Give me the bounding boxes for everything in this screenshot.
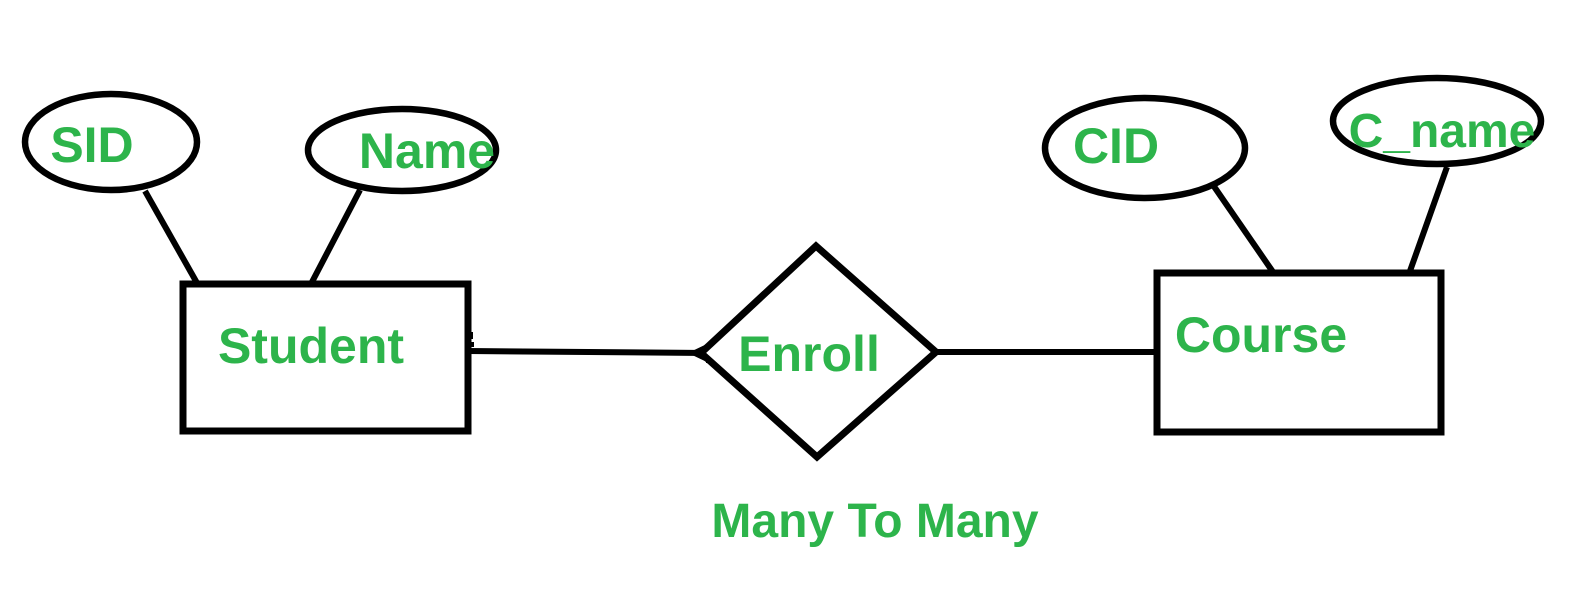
relationship-label-enroll: Enroll: [738, 326, 880, 382]
entity-box-student: [179, 280, 472, 435]
entity-box-course: [1153, 269, 1445, 436]
relationship-diamond-enroll: [695, 241, 942, 462]
attribute-label-name: Name: [359, 123, 495, 179]
attribute-ellipse-name: [304, 105, 500, 195]
attribute-label-cid: CID: [1073, 118, 1159, 174]
attribute-ellipse-cid: [1041, 94, 1249, 202]
connector-student-enroll: [467, 348, 707, 356]
connector-cname-course: [1407, 165, 1450, 273]
connector-cid-course: [1210, 183, 1276, 274]
entity-label-student: Student: [218, 318, 404, 374]
attribute-label-sid: SID: [50, 117, 133, 173]
entity-label-course: Course: [1175, 307, 1347, 363]
attribute-ellipse-cname: [1329, 74, 1545, 168]
caption-many-to-many: Many To Many: [711, 495, 1038, 548]
connector-sid-student: [142, 189, 200, 285]
connector-name-student: [309, 188, 363, 284]
attribute-ellipse-sid: [21, 90, 201, 194]
attribute-label-cname: C_name: [1349, 105, 1536, 158]
